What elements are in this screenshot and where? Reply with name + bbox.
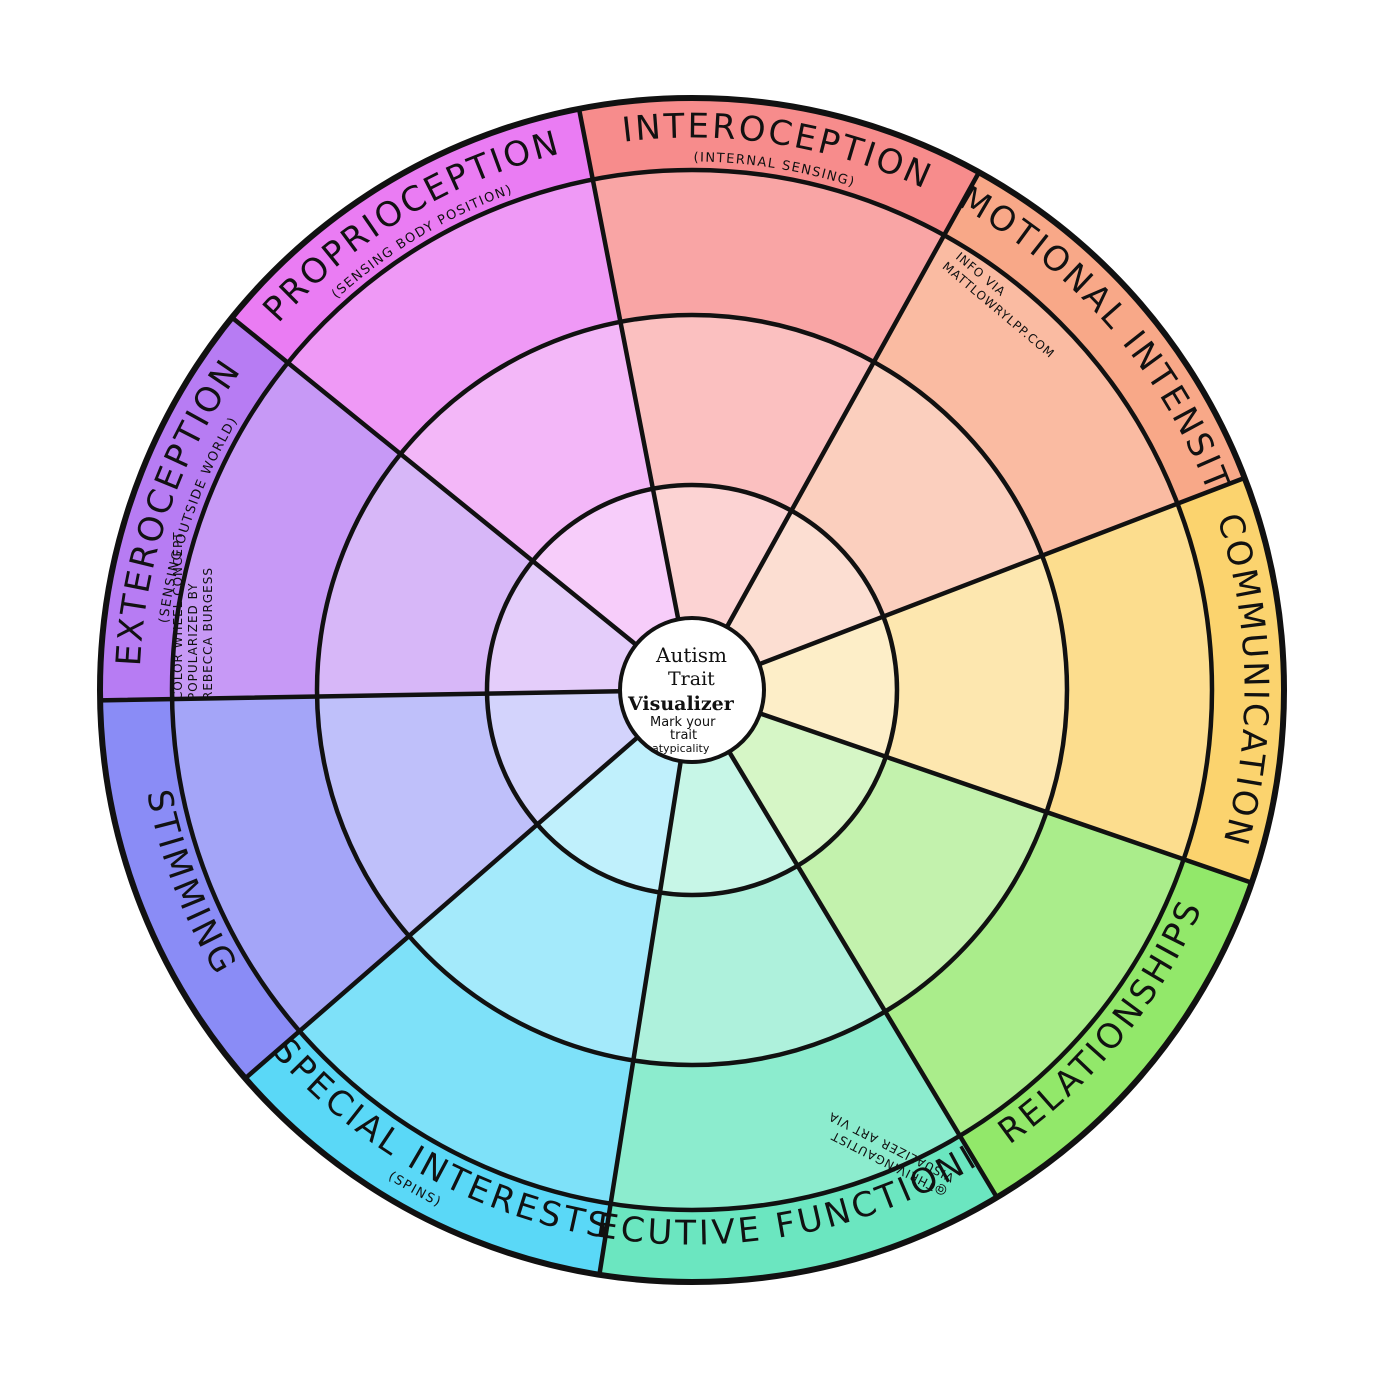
spoke-line xyxy=(576,106,681,622)
cell-interoception-band[interactable] xyxy=(579,98,980,236)
cell-relationships-ring-middle[interactable] xyxy=(797,756,1047,1012)
spoke-line xyxy=(97,689,623,703)
cell-communication-ring-middle[interactable] xyxy=(883,555,1067,813)
cell-proprioception-band[interactable] xyxy=(231,108,593,363)
cell-stimming-ring-inner[interactable] xyxy=(487,691,638,825)
spoke-line xyxy=(756,475,1247,667)
center-title-line3: Visualizer xyxy=(627,693,735,715)
spoke-line xyxy=(726,749,1000,1200)
cell-emotional-intensity-band[interactable] xyxy=(944,172,1245,504)
ring-line xyxy=(314,312,1070,1068)
cell-executive-functioning-ring-outer[interactable] xyxy=(610,1011,960,1210)
center-subtitle-line1: Mark your xyxy=(650,715,716,730)
outer-rim xyxy=(97,95,1287,1285)
cell-proprioception-ring-middle[interactable] xyxy=(400,321,653,561)
cell-communication-ring-outer[interactable] xyxy=(1042,503,1212,860)
cell-exteroception-band[interactable] xyxy=(100,317,288,701)
cell-executive-functioning-ring-inner[interactable] xyxy=(659,751,798,896)
cell-stimming-ring-middle[interactable] xyxy=(317,693,538,937)
center-title-line2: Trait xyxy=(668,668,715,690)
center-circle xyxy=(618,616,766,764)
cell-exteroception-ring-outer[interactable] xyxy=(172,362,401,700)
cell-special-interests-ring-inner[interactable] xyxy=(537,737,681,893)
cell-relationships-ring-inner[interactable] xyxy=(729,713,886,866)
cell-interoception-ring-inner[interactable] xyxy=(652,485,792,628)
cell-executive-functioning-band[interactable] xyxy=(599,1135,997,1282)
spoke-line xyxy=(757,711,1254,885)
cell-emotional-intensity-ring-inner[interactable] xyxy=(726,510,884,665)
center-title-line1: Autism xyxy=(655,643,727,667)
cell-exteroception-ring-inner[interactable] xyxy=(487,560,637,694)
cell-exteroception-ring-middle[interactable] xyxy=(317,454,533,697)
cell-stimming-ring-outer[interactable] xyxy=(172,696,409,1032)
ring-line xyxy=(169,167,1215,1213)
cell-executive-functioning-ring-middle[interactable] xyxy=(633,865,886,1066)
spoke-line xyxy=(229,315,639,647)
spoke-line xyxy=(724,169,982,630)
cell-interoception-ring-middle[interactable] xyxy=(620,315,874,511)
center-subtitle-line2: trait xyxy=(670,728,697,743)
center-subtitle-line3: atypicality xyxy=(652,742,710,755)
concept-note-line2: POPULARIZED BY xyxy=(186,582,200,700)
spoke-line xyxy=(242,734,640,1081)
wheel-lines xyxy=(97,95,1287,1285)
cell-special-interests-ring-outer[interactable] xyxy=(299,936,634,1204)
center-hub: Autism Trait Visualizer Mark your trait … xyxy=(618,616,766,764)
cell-proprioception-ring-outer[interactable] xyxy=(287,179,621,455)
concept-note: COLOR WHEEL CONCEPT POPULARIZED BY REBEC… xyxy=(171,531,215,700)
cell-emotional-intensity-ring-middle[interactable] xyxy=(791,362,1043,617)
cell-special-interests-band[interactable] xyxy=(245,1031,611,1275)
concept-note-line1: COLOR WHEEL CONCEPT xyxy=(171,531,185,700)
wheel-fills xyxy=(100,98,1284,1282)
cell-stimming-band[interactable] xyxy=(100,699,300,1079)
cell-relationships-band[interactable] xyxy=(959,859,1252,1198)
spoke-line xyxy=(597,758,683,1277)
ring-line xyxy=(484,482,900,898)
cell-emotional-intensity-ring-outer[interactable] xyxy=(873,235,1178,556)
cell-relationships-ring-outer[interactable] xyxy=(885,812,1184,1136)
concept-note-line3: REBECCA BURGESS xyxy=(201,567,215,700)
